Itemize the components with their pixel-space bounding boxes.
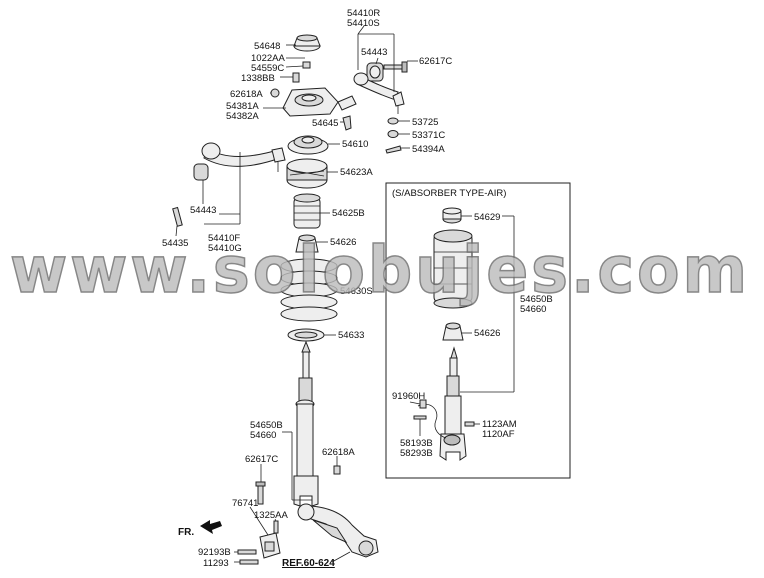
label-54626-inset: 54626: [474, 328, 500, 339]
label-53725: 53725: [412, 117, 438, 128]
label-54410G: 54410G: [208, 243, 242, 254]
label-54382A: 54382A: [226, 111, 259, 122]
label-58193B: 58193B: [400, 438, 433, 449]
label-54410S: 54410S: [347, 18, 380, 29]
part-labels: 54410R 54410S 54648 1022AA 54559C 1338BB…: [162, 8, 553, 569]
label-1325AA: 1325AA: [254, 510, 288, 521]
label-53371C: 53371C: [412, 130, 445, 141]
label-58293B: 58293B: [400, 448, 433, 459]
inset-part-shock-absorber: [439, 346, 467, 461]
inset-air-absorber-box: [385, 182, 571, 479]
part-54650B-shock-absorber: [293, 340, 319, 507]
inset-part-1123AM-bolt: [464, 421, 475, 427]
label-54650B-inset: 54650B: [520, 294, 553, 305]
inset-part-58193B-bolt: [413, 415, 427, 420]
part-54625B-dust-cover: [293, 193, 321, 229]
part-53371C-nut: [387, 130, 399, 138]
label-54443-left: 54443: [190, 205, 216, 216]
inset-part-air-spring: [433, 229, 473, 309]
label-54648: 54648: [254, 41, 280, 52]
label-92193B: 92193B: [198, 547, 231, 558]
leader-lines: [175, 25, 515, 563]
part-54626-bump-stopper: [295, 234, 319, 253]
inset-part-54626-stopper: [442, 322, 464, 341]
part-62617C-bolt-bottom: [255, 481, 266, 505]
label-54443-top: 54443: [361, 47, 387, 58]
label-54394A: 54394A: [412, 144, 445, 155]
part-54610-spring-seat: [287, 135, 329, 155]
part-54435-bolt: [172, 206, 183, 227]
label-54625B: 54625B: [332, 208, 365, 219]
inset-part-54629-cap: [442, 207, 462, 224]
part-62617C-bolt-top: [383, 61, 408, 73]
label-ref-60-624: REF.60-624: [282, 558, 335, 569]
watermark: www.solobujes.com: [10, 234, 750, 308]
label-front: FR.: [178, 527, 194, 538]
label-54410R: 54410R: [347, 8, 380, 19]
label-inset-title: (S/ABSORBER TYPE-AIR): [392, 188, 506, 199]
label-54660-main: 54660: [250, 430, 276, 441]
part-54648-cap: [293, 34, 321, 52]
label-1123AM: 1123AM: [482, 419, 517, 430]
part-54410F-upper-arm-left: [193, 142, 286, 181]
label-54630S: 54630S: [340, 286, 373, 297]
part-lower-control-arm: [297, 503, 379, 558]
label-54381A: 54381A: [226, 101, 259, 112]
part-54623A-insulator: [286, 158, 328, 189]
label-54660-inset: 54660: [520, 304, 546, 315]
label-54633: 54633: [338, 330, 364, 341]
part-54559C-nut: [302, 61, 311, 69]
label-62618A-bottom: 62618A: [322, 447, 355, 458]
part-54381A-upper-mount: [282, 87, 357, 117]
part-62618A-nut-top: [270, 88, 280, 98]
part-53725-washer: [387, 117, 399, 125]
label-62618A-top: 62618A: [230, 89, 263, 100]
part-54394A-pin: [385, 145, 402, 154]
part-54410R-upper-arm-right: [353, 62, 405, 114]
label-54629: 54629: [474, 212, 500, 223]
front-arrow-icon: [200, 520, 222, 534]
part-54630S-coil-spring: [280, 258, 338, 322]
label-62617C-top: 62617C: [419, 56, 452, 67]
part-54633-lower-pad: [287, 328, 325, 342]
label-54650B-main: 54650B: [250, 420, 283, 431]
part-54645-bolt: [342, 115, 352, 131]
part-11293-bolt: [239, 559, 259, 565]
label-54610: 54610: [342, 139, 368, 150]
label-54559C: 54559C: [251, 63, 284, 74]
label-54623A: 54623A: [340, 167, 373, 178]
label-1338BB: 1338BB: [241, 73, 275, 84]
label-62617C-bottom: 62617C: [245, 454, 278, 465]
part-1325AA-bolt: [273, 520, 279, 534]
label-11293: 11293: [203, 558, 229, 569]
label-54645: 54645: [312, 118, 338, 129]
part-76741-bracket: [259, 532, 281, 559]
part-1338BB-bolt: [292, 72, 300, 83]
label-54626-main: 54626: [330, 237, 356, 248]
part-92193B-bolt: [237, 549, 257, 555]
label-91960H: 91960H: [392, 391, 425, 402]
label-54435: 54435: [162, 238, 188, 249]
label-54410F: 54410F: [208, 233, 240, 244]
part-62618A-nut-bottom: [333, 465, 341, 475]
label-1022AA: 1022AA: [251, 53, 285, 64]
label-1120AF: 1120AF: [482, 429, 515, 440]
label-76741: 76741: [232, 498, 258, 509]
